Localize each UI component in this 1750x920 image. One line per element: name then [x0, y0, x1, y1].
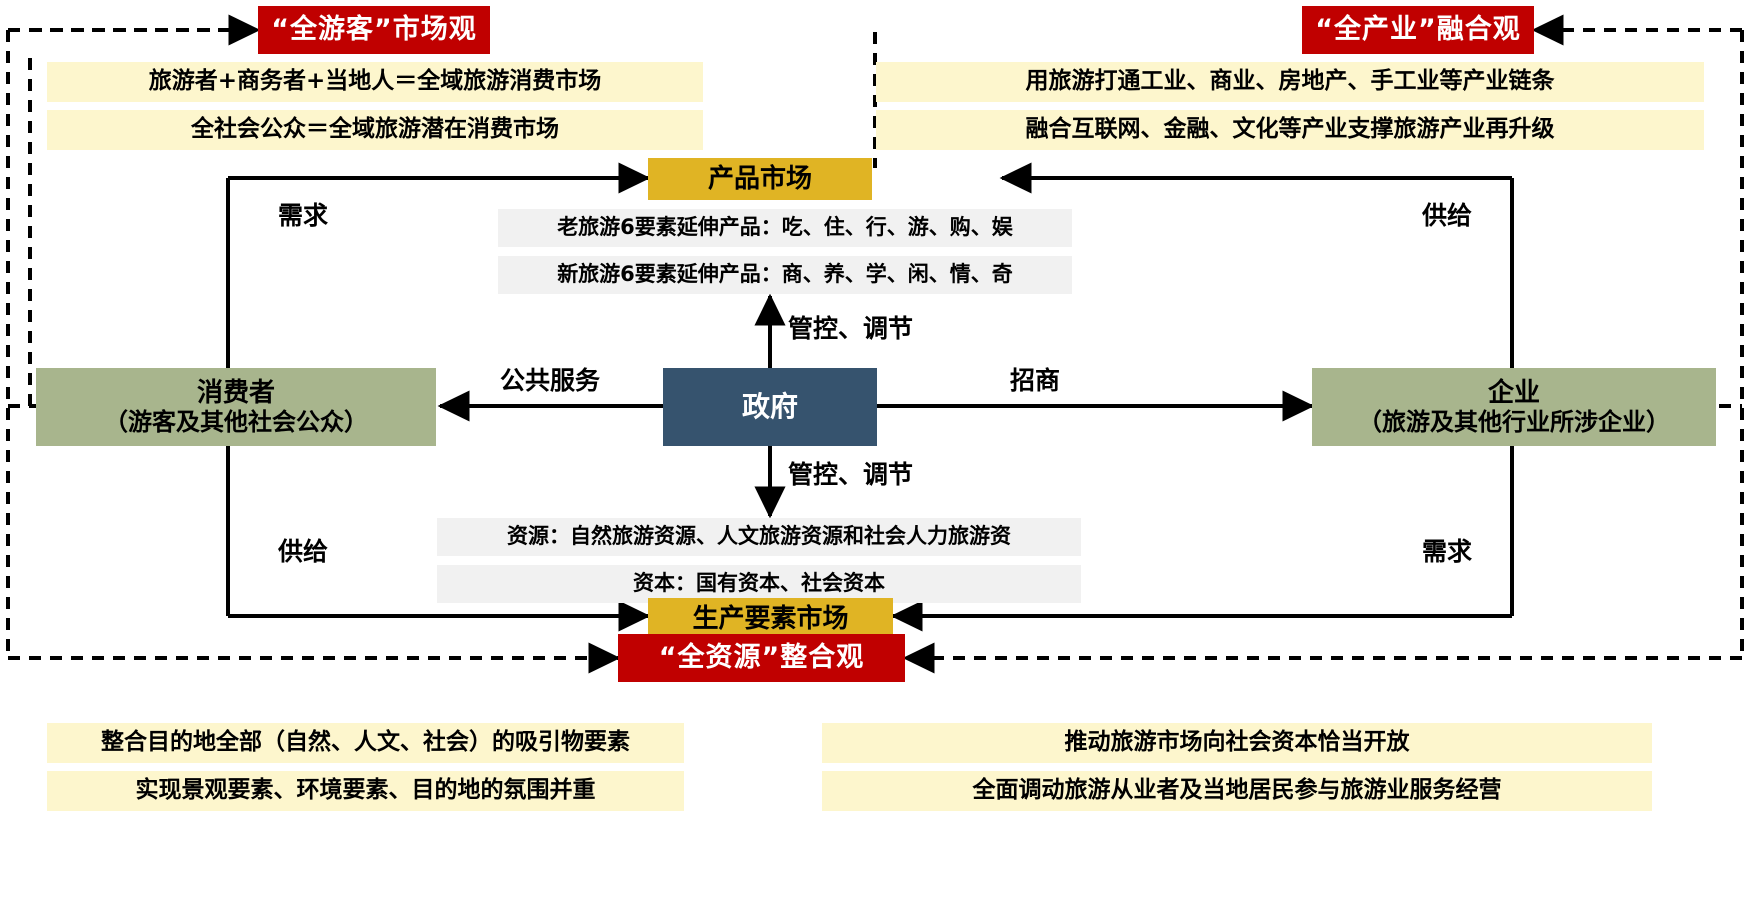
flow-label-supply-bottom-left: 供给	[277, 537, 328, 566]
factor-market-box: 生产要素市场	[648, 598, 893, 640]
product-market-detail-old: 老旅游6要素延伸产品：吃、住、行、游、购、娱	[498, 209, 1072, 247]
flow-label-supply-top-right: 供给	[1421, 201, 1472, 230]
resource-view-right-point-1: 推动旅游市场向社会资本恰当开放	[822, 723, 1652, 763]
resource-view-right-point-2: 全面调动旅游从业者及当地居民参与旅游业服务经营	[822, 771, 1652, 811]
consumer-title: 消费者	[196, 377, 275, 408]
flow-label-investment: 招商	[1009, 366, 1060, 395]
flow-label-regulate-up: 管控、调节	[788, 314, 914, 343]
product-market-detail-new: 新旅游6要素延伸产品：商、养、学、闲、情、奇	[498, 256, 1072, 294]
concept-banner-resource-view: “全资源”整合观	[618, 634, 905, 682]
industry-view-point-2: 融合互联网、金融、文化等产业支撑旅游产业再升级	[876, 110, 1704, 150]
flow-label-public-service: 公共服务	[499, 366, 600, 395]
resource-view-left-point-1: 整合目的地全部（自然、人文、社会）的吸引物要素	[47, 723, 684, 763]
actor-box-government: 政府	[663, 368, 877, 446]
product-market-box: 产品市场	[648, 158, 872, 200]
tourist-view-point-2: 全社会公众＝全域旅游潜在消费市场	[47, 110, 703, 150]
tourist-view-point-1: 旅游者+商务者+当地人＝全域旅游消费市场	[47, 62, 703, 102]
factor-market-detail-capital: 资本：国有资本、社会资本	[437, 565, 1081, 603]
resource-view-left-point-2: 实现景观要素、环境要素、目的地的氛围并重	[47, 771, 684, 811]
enterprise-title: 企业	[1487, 377, 1540, 408]
concept-banner-tourist-view: “全游客”市场观	[258, 6, 490, 54]
concept-banner-industry-view: “全产业”融合观	[1302, 6, 1534, 54]
factor-market-detail-resources: 资源：自然旅游资源、人文旅游资源和社会人力旅游资	[437, 518, 1081, 556]
flow-label-demand-top-left: 需求	[277, 201, 328, 230]
industry-view-point-1: 用旅游打通工业、商业、房地产、手工业等产业链条	[876, 62, 1704, 102]
actor-box-enterprise: 企业 （旅游及其他行业所涉企业）	[1312, 368, 1716, 446]
consumer-subtitle: （游客及其他社会公众）	[104, 408, 368, 437]
enterprise-subtitle: （旅游及其他行业所涉企业）	[1358, 408, 1670, 437]
flow-label-demand-bottom-right: 需求	[1421, 537, 1472, 566]
flow-label-regulate-down: 管控、调节	[788, 460, 914, 489]
actor-box-consumer: 消费者 （游客及其他社会公众）	[36, 368, 436, 446]
